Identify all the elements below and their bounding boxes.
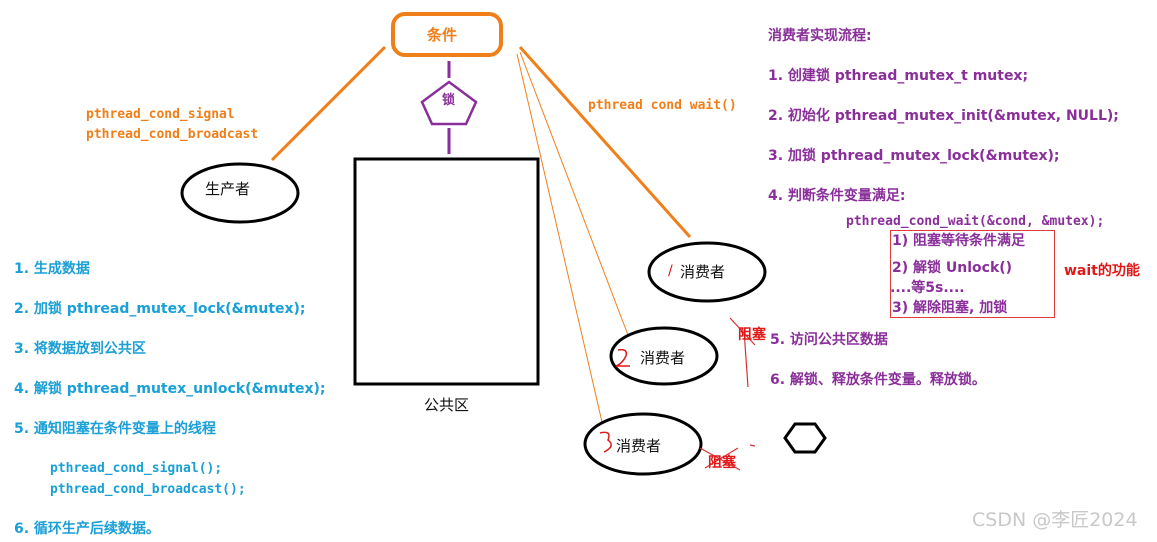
wait-detail-1: 1) 阻塞等待条件满足 (892, 233, 1026, 249)
wait-detail-3: ....等5s.... (890, 280, 965, 296)
consumer-2-red-mark (615, 348, 630, 367)
consumer-flow-title: 消费者实现流程: (768, 28, 872, 44)
producer-ellipse[interactable] (180, 162, 300, 224)
consumer-flow-step-5: 5. 访问公共区数据 (770, 332, 888, 348)
blocked-label-2: 阻塞 (708, 455, 736, 471)
producer-step-6: 6. 循环生产后续数据。 (14, 521, 160, 537)
consumer-3-ellipse[interactable] (583, 412, 703, 476)
lock-label: 锁 (442, 93, 456, 108)
wait-details-box (890, 230, 1055, 318)
consumer-1-ellipse[interactable] (647, 241, 767, 303)
wait-detail-2: 2) 解锁 Unlock() (892, 260, 1013, 276)
producer-signal-call: pthread_cond_signal(); (50, 461, 223, 476)
blocked-label-1: 阻塞 (738, 327, 766, 343)
consumer-1-label: 消费者 (680, 263, 726, 281)
consumer-2-ellipse[interactable] (609, 326, 719, 386)
watermark: CSDN @李匠2024 (972, 509, 1138, 531)
blocked-strike-1 (729, 317, 756, 388)
consumer-1-mark: / (668, 263, 673, 279)
producer-step-4: 4. 解锁 pthread_mutex_unlock(&mutex); (14, 381, 326, 397)
condition-label: 条件 (427, 26, 458, 44)
producer-step-3: 3. 将数据放到公共区 (14, 341, 146, 357)
condition-box[interactable] (391, 12, 503, 57)
broadcast-call-label: pthread_cond_broadcast (86, 127, 259, 142)
wait-line (518, 45, 692, 239)
blocked-strike-2 (699, 444, 756, 471)
consumer-flow-wait-call: pthread_cond_wait(&cond, &mutex); (846, 214, 1105, 229)
thin-line-consumer-3 (516, 53, 603, 423)
consumer-flow-step-3: 3. 加锁 pthread_mutex_lock(&mutex); (768, 148, 1060, 164)
common-area-box[interactable] (353, 157, 540, 386)
hexagon-shape (783, 422, 827, 454)
consumer-flow-step-2: 2. 初始化 pthread_mutex_init(&mutex, NULL); (768, 108, 1119, 124)
signal-line (270, 45, 387, 162)
consumer-flow-step-6: 6. 解锁、释放条件变量。释放锁。 (770, 372, 986, 388)
consumer-3-label: 消费者 (616, 437, 662, 455)
wait-function-note: wait的功能 (1064, 263, 1140, 279)
thin-line-consumer-2 (519, 51, 629, 336)
producer-step-1: 1. 生成数据 (14, 261, 90, 277)
producer-step-2: 2. 加锁 pthread_mutex_lock(&mutex); (14, 301, 306, 317)
signal-call-label: pthread_cond_signal (86, 107, 235, 122)
wait-call-label: pthread cond wait() (588, 98, 737, 113)
consumer-3-red-mark (599, 431, 612, 453)
producer-broadcast-call: pthread_cond_broadcast(); (50, 482, 246, 497)
consumer-flow-step-1: 1. 创建锁 pthread_mutex_t mutex; (768, 68, 1029, 84)
common-area-label: 公共区 (424, 396, 470, 414)
consumer-flow-step-4: 4. 判断条件变量满足: (768, 188, 906, 204)
producer-step-5: 5. 通知阻塞在条件变量上的线程 (14, 421, 216, 437)
wait-detail-4: 3) 解除阻塞, 加锁 (892, 300, 1008, 316)
consumer-2-label: 消费者 (640, 349, 686, 367)
producer-label: 生产者 (205, 180, 251, 198)
lock-pentagon[interactable] (420, 80, 478, 126)
